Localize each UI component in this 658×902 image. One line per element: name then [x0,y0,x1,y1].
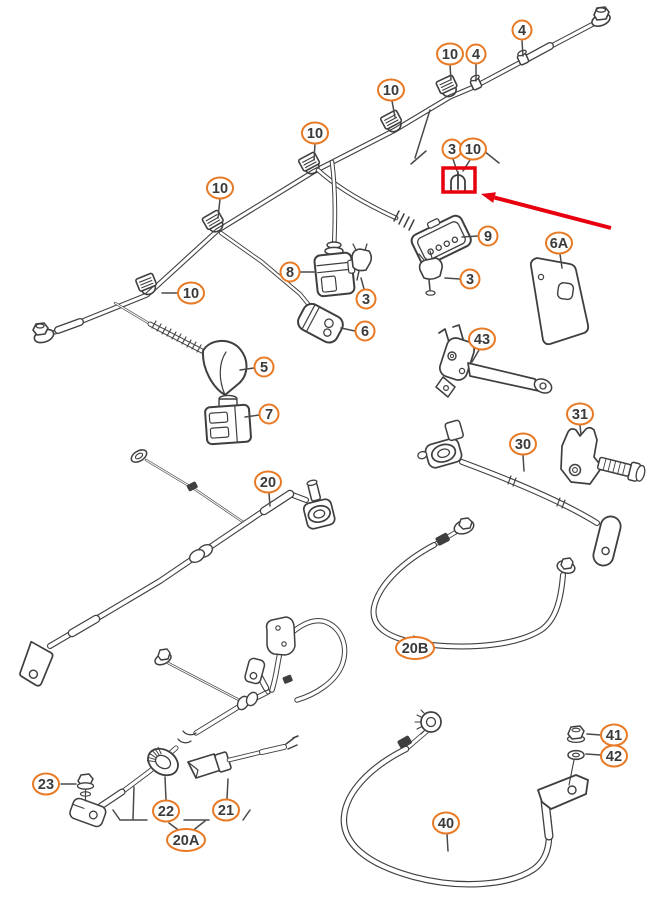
callout-3[interactable]: 3 [355,277,377,310]
callout-4[interactable]: 4 [511,19,533,57]
highlight-arrow-head [481,192,496,203]
connector-9 [315,167,472,266]
callout-10[interactable]: 10 [459,137,487,172]
ground-cable-40 [340,709,589,888]
svg-text:7: 7 [265,407,273,423]
bracket-31 [560,426,646,485]
svg-text:6A: 6A [550,236,569,252]
ring-terminal-harness-end [32,322,55,344]
callout-42[interactable]: 42 [585,744,628,768]
callout-layer: 4 10 4 10 10 10 3 10 9 6A 8 3 3 10 6 43 5 7 31 30 20 20B 23 22 2… [32,19,628,852]
svg-text:3: 3 [466,272,474,288]
callout-41[interactable]: 41 [586,723,628,747]
svg-text:41: 41 [606,728,622,744]
clip-3-side [351,243,373,281]
callout-6A[interactable]: 6A [545,231,573,269]
svg-text:42: 42 [606,749,622,765]
callout-23[interactable]: 23 [32,772,77,796]
highlight-layer [441,166,612,230]
callout-20A[interactable]: 20A [166,828,206,852]
callout-10[interactable]: 10 [301,121,329,161]
svg-text:9: 9 [484,229,492,245]
callout-7[interactable]: 7 [244,403,280,425]
callout-30[interactable]: 30 [509,432,537,472]
battery-cable-30 [417,419,622,567]
highlight-box [441,166,477,194]
callout-10[interactable]: 10 [436,42,464,81]
connector-7 [204,394,252,446]
callout-10[interactable]: 10 [206,176,234,219]
callout-40[interactable]: 40 [432,811,460,852]
cable-20a [69,616,348,828]
svg-text:10: 10 [383,83,399,99]
callout-43[interactable]: 43 [468,327,496,363]
callout-5[interactable]: 5 [239,356,275,378]
svg-text:20B: 20B [402,641,429,657]
group-bracket-3-10 [410,109,500,165]
svg-text:10: 10 [212,181,228,197]
svg-text:8: 8 [286,265,294,281]
harness-clip-10 [200,208,228,237]
svg-text:10: 10 [442,47,458,63]
screw-4 [516,49,530,66]
svg-text:4: 4 [518,23,526,39]
callout-10[interactable]: 10 [161,281,205,305]
svg-text:40: 40 [438,816,454,832]
clip-3-push-pin [418,250,443,296]
svg-text:3: 3 [448,142,456,158]
svg-text:22: 22 [158,804,174,820]
callout-9[interactable]: 9 [461,225,499,247]
svg-text:5: 5 [260,360,268,376]
nut-23 [76,773,95,802]
callout-20B[interactable]: 20B [395,635,435,660]
callout-3[interactable]: 3 [444,268,481,290]
svg-text:4: 4 [472,47,480,63]
callout-20[interactable]: 20 [254,470,282,507]
highlight-arrow-shaft [494,195,612,230]
callout-4[interactable]: 4 [465,43,487,82]
screw-4 [469,74,483,91]
svg-text:21: 21 [218,803,234,819]
bracket-43 [435,324,553,398]
group-bracket-20a [112,786,251,833]
callout-22[interactable]: 22 [152,776,180,823]
svg-text:31: 31 [572,407,588,423]
svg-text:3: 3 [362,292,370,308]
connector-6 [218,230,344,344]
svg-text:20: 20 [260,475,276,491]
battery-cable-20 [19,449,336,687]
cover-plate-6a [529,257,590,346]
svg-text:10: 10 [465,142,481,158]
svg-text:23: 23 [38,777,54,793]
callout-6[interactable]: 6 [340,320,376,342]
svg-text:30: 30 [515,437,531,453]
harness-clip-10 [379,108,406,136]
callout-31[interactable]: 31 [566,402,594,436]
washer-42 [567,749,585,761]
boot-5 [113,301,248,396]
svg-text:6: 6 [361,324,369,340]
connector-8 [313,159,356,298]
nut-41 [566,725,586,744]
svg-text:10: 10 [307,126,323,142]
callout-10[interactable]: 10 [377,78,405,118]
svg-text:43: 43 [474,332,490,348]
battery-cable-20b [370,517,576,650]
callout-8[interactable]: 8 [279,261,315,283]
highlighted-clip [450,171,466,192]
terminal-21 [187,735,299,779]
main-harness-cable [52,19,600,335]
ring-terminal-top [591,6,611,28]
callout-21[interactable]: 21 [212,778,240,822]
svg-text:20A: 20A [173,833,200,849]
svg-text:10: 10 [183,286,199,302]
